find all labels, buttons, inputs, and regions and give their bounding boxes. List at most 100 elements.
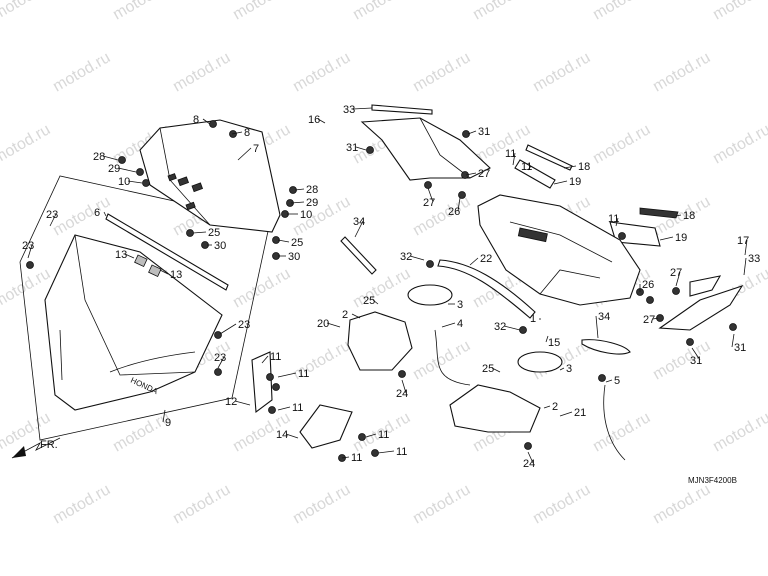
- callout-11: 11: [298, 368, 309, 380]
- callout-31: 31: [734, 342, 746, 354]
- fastener-icon: [366, 146, 374, 154]
- callout-25: 25: [482, 363, 494, 375]
- leader-line: [675, 214, 682, 217]
- bracket: [299, 404, 353, 449]
- side-strip: [525, 144, 573, 171]
- watermark-text: motod.ru: [410, 337, 473, 383]
- leader-line: [457, 197, 461, 212]
- leader-line: [652, 317, 659, 320]
- callout-27: 27: [423, 197, 435, 209]
- callout-11: 11: [521, 161, 532, 173]
- leader-line: [285, 433, 299, 439]
- leader-line: [659, 236, 674, 241]
- windscreen-lower: HONDA: [44, 234, 223, 411]
- callout-18: 18: [683, 210, 695, 222]
- front-label: FR.: [40, 439, 58, 451]
- leader-line: [351, 313, 361, 319]
- watermark-text: motod.ru: [650, 49, 713, 95]
- leader-line: [290, 201, 305, 204]
- watermark-text: motod.ru: [650, 481, 713, 527]
- callout-33: 33: [748, 253, 760, 265]
- leader-line: [317, 118, 326, 124]
- leader-line: [355, 146, 367, 151]
- leader-line: [102, 155, 119, 161]
- fastener-icon: [729, 323, 737, 331]
- speaker-right: [517, 351, 563, 373]
- leader-line: [491, 367, 501, 373]
- callout-26: 26: [642, 279, 654, 291]
- leader-line: [354, 220, 364, 238]
- callout-3: 3: [457, 299, 463, 311]
- leader-line: [231, 131, 243, 135]
- callout-24: 24: [523, 458, 535, 470]
- watermark-text: motod.ru: [590, 121, 653, 167]
- leader-line: [234, 400, 251, 406]
- fastener-icon: [266, 373, 274, 381]
- leader-line: [117, 167, 137, 173]
- callout-8: 8: [193, 114, 199, 126]
- fastener-icon: [672, 287, 680, 295]
- watermark-text: motod.ru: [230, 265, 293, 311]
- windscreen-group-outline: [19, 175, 271, 441]
- watermark-text: motod.ru: [230, 0, 293, 23]
- callout-1: 1: [530, 313, 536, 325]
- leader-line: [512, 152, 516, 166]
- callout-30: 30: [288, 251, 300, 263]
- leader-line: [124, 253, 135, 259]
- leader-line: [559, 411, 573, 417]
- fastener-icon: [214, 368, 222, 376]
- leader-line: [219, 323, 237, 335]
- fastener-icon: [398, 370, 406, 378]
- fastener-icon: [136, 168, 144, 176]
- fastener-icon: [598, 374, 606, 382]
- watermark-text: motod.ru: [290, 49, 353, 95]
- leader-line: [467, 130, 477, 135]
- callout-31: 31: [478, 126, 490, 138]
- callout-31: 31: [690, 355, 702, 367]
- watermark-text: motod.ru: [0, 0, 53, 23]
- watermark-text: motod.ru: [0, 121, 53, 167]
- watermark-text: motod.ru: [530, 49, 593, 95]
- leader-line: [49, 213, 57, 227]
- leader-line: [743, 257, 747, 276]
- fastener-icon: [524, 442, 532, 450]
- leader-line: [605, 379, 613, 383]
- callout-13: 13: [170, 269, 182, 281]
- side-strip: [609, 221, 661, 247]
- leader-line: [409, 255, 425, 261]
- callout-11: 11: [292, 402, 303, 414]
- side-strip: [639, 207, 679, 219]
- watermark-text: motod.ru: [590, 0, 653, 23]
- watermark-text: motod.ru: [470, 0, 533, 23]
- fastener-icon: [618, 232, 626, 240]
- leader-line: [294, 188, 305, 191]
- leader-line: [527, 451, 534, 464]
- callout-23: 23: [46, 209, 58, 221]
- callout-10: 10: [118, 176, 130, 188]
- label-sticker: [134, 254, 148, 268]
- callout-34: 34: [353, 216, 365, 228]
- fastener-group: [26, 120, 737, 462]
- callout-32: 32: [494, 321, 506, 333]
- speaker-left: [407, 284, 453, 306]
- callout-27: 27: [478, 168, 490, 180]
- dash-panel: [477, 194, 641, 306]
- callout-11: 11: [396, 446, 407, 458]
- callout-23: 23: [22, 240, 34, 252]
- watermark-text: motod.ru: [350, 0, 413, 23]
- fastener-icon: [272, 383, 280, 391]
- fastener-icon: [118, 156, 126, 164]
- fastener-icon: [214, 331, 222, 339]
- leader-line: [277, 239, 290, 243]
- leader-line: [365, 433, 377, 438]
- callout-31: 31: [346, 142, 358, 154]
- leader-line: [341, 456, 350, 459]
- wire-harness: [603, 384, 626, 461]
- watermark-text: motod.ru: [710, 409, 768, 455]
- callout-6: 6: [94, 207, 100, 219]
- leader-line: [277, 406, 291, 411]
- callout-28: 28: [93, 151, 105, 163]
